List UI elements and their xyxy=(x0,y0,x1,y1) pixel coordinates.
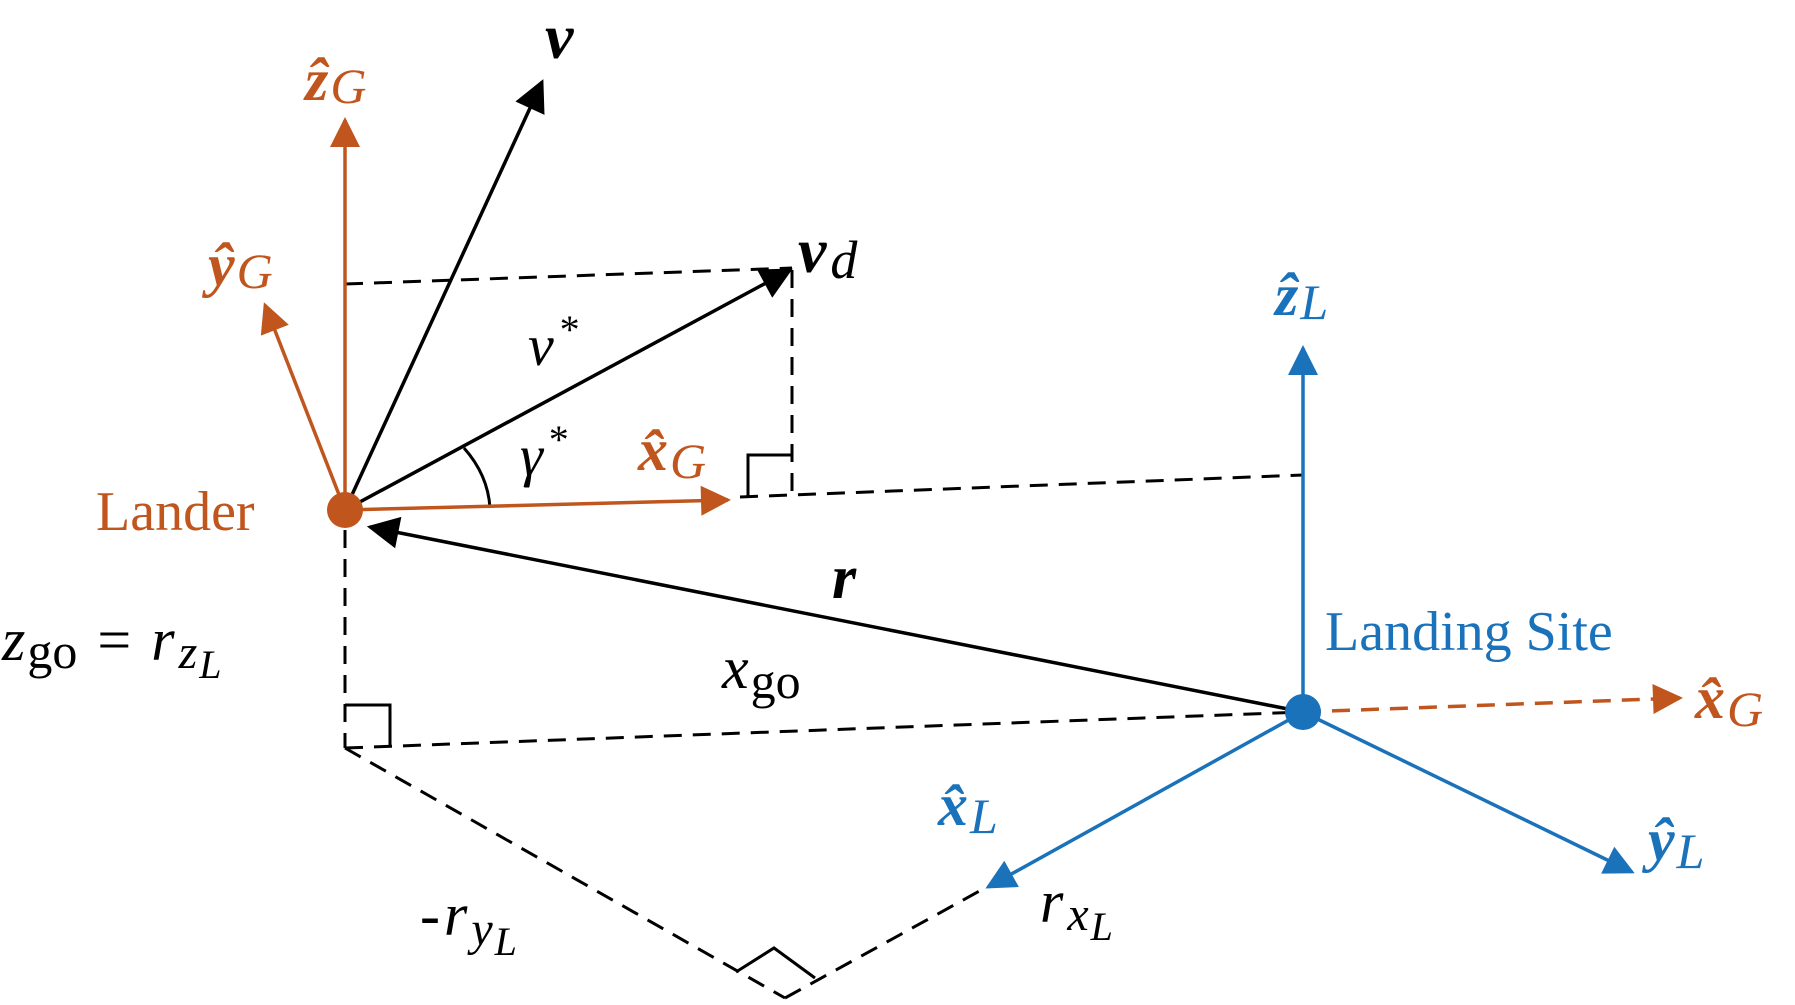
vd-horizontal-projection xyxy=(344,266,793,286)
axis-yG xyxy=(260,302,347,511)
label-r: r xyxy=(832,544,857,612)
label-yG: ŷG xyxy=(202,232,273,299)
right-angle-markers xyxy=(345,453,816,980)
label-vd: vd xyxy=(798,215,858,290)
label-gamma-star: γ* xyxy=(520,417,567,488)
axis-xL xyxy=(985,710,1304,889)
velocity-vector-v xyxy=(343,79,545,511)
axis-xG xyxy=(344,485,731,516)
label-xG-site: x̂G xyxy=(1694,665,1763,737)
xgo-ground-line xyxy=(344,710,1304,750)
label-x-go: xgo xyxy=(721,635,801,709)
axis-xG-at-site xyxy=(1302,684,1683,714)
label-z-go: zgo=rzL xyxy=(1,607,222,687)
right-angle-bottom xyxy=(735,946,816,980)
label-landing-site: Landing Site xyxy=(1325,601,1613,663)
axis-yL xyxy=(1302,710,1635,874)
gamma-star-arc xyxy=(462,447,492,509)
label-r-xL: rxL xyxy=(1040,869,1113,949)
desired-velocity-vd xyxy=(344,268,793,512)
label-lander: Lander xyxy=(96,481,255,543)
label-zL: ẑL xyxy=(1273,262,1328,330)
construction-lines xyxy=(343,266,1304,1000)
label-zG: ẑG xyxy=(303,47,366,114)
rxL-ground-line xyxy=(784,886,986,1000)
right-angle-xG xyxy=(746,453,792,497)
landing-site-point xyxy=(1285,694,1321,730)
label-yL: ŷL xyxy=(1642,807,1704,879)
label-r-yL: -ryL xyxy=(420,882,517,964)
label-xG: x̂G xyxy=(637,417,706,489)
label-xL: x̂L xyxy=(937,772,998,844)
position-vector-r xyxy=(366,516,1304,714)
label-v: v xyxy=(545,1,574,72)
xG-to-zL-line xyxy=(739,473,1304,499)
lander-point xyxy=(327,492,363,528)
right-angle-ground xyxy=(345,703,392,746)
label-v-star: v* xyxy=(528,307,578,378)
ryL-ground-line xyxy=(344,746,786,1000)
